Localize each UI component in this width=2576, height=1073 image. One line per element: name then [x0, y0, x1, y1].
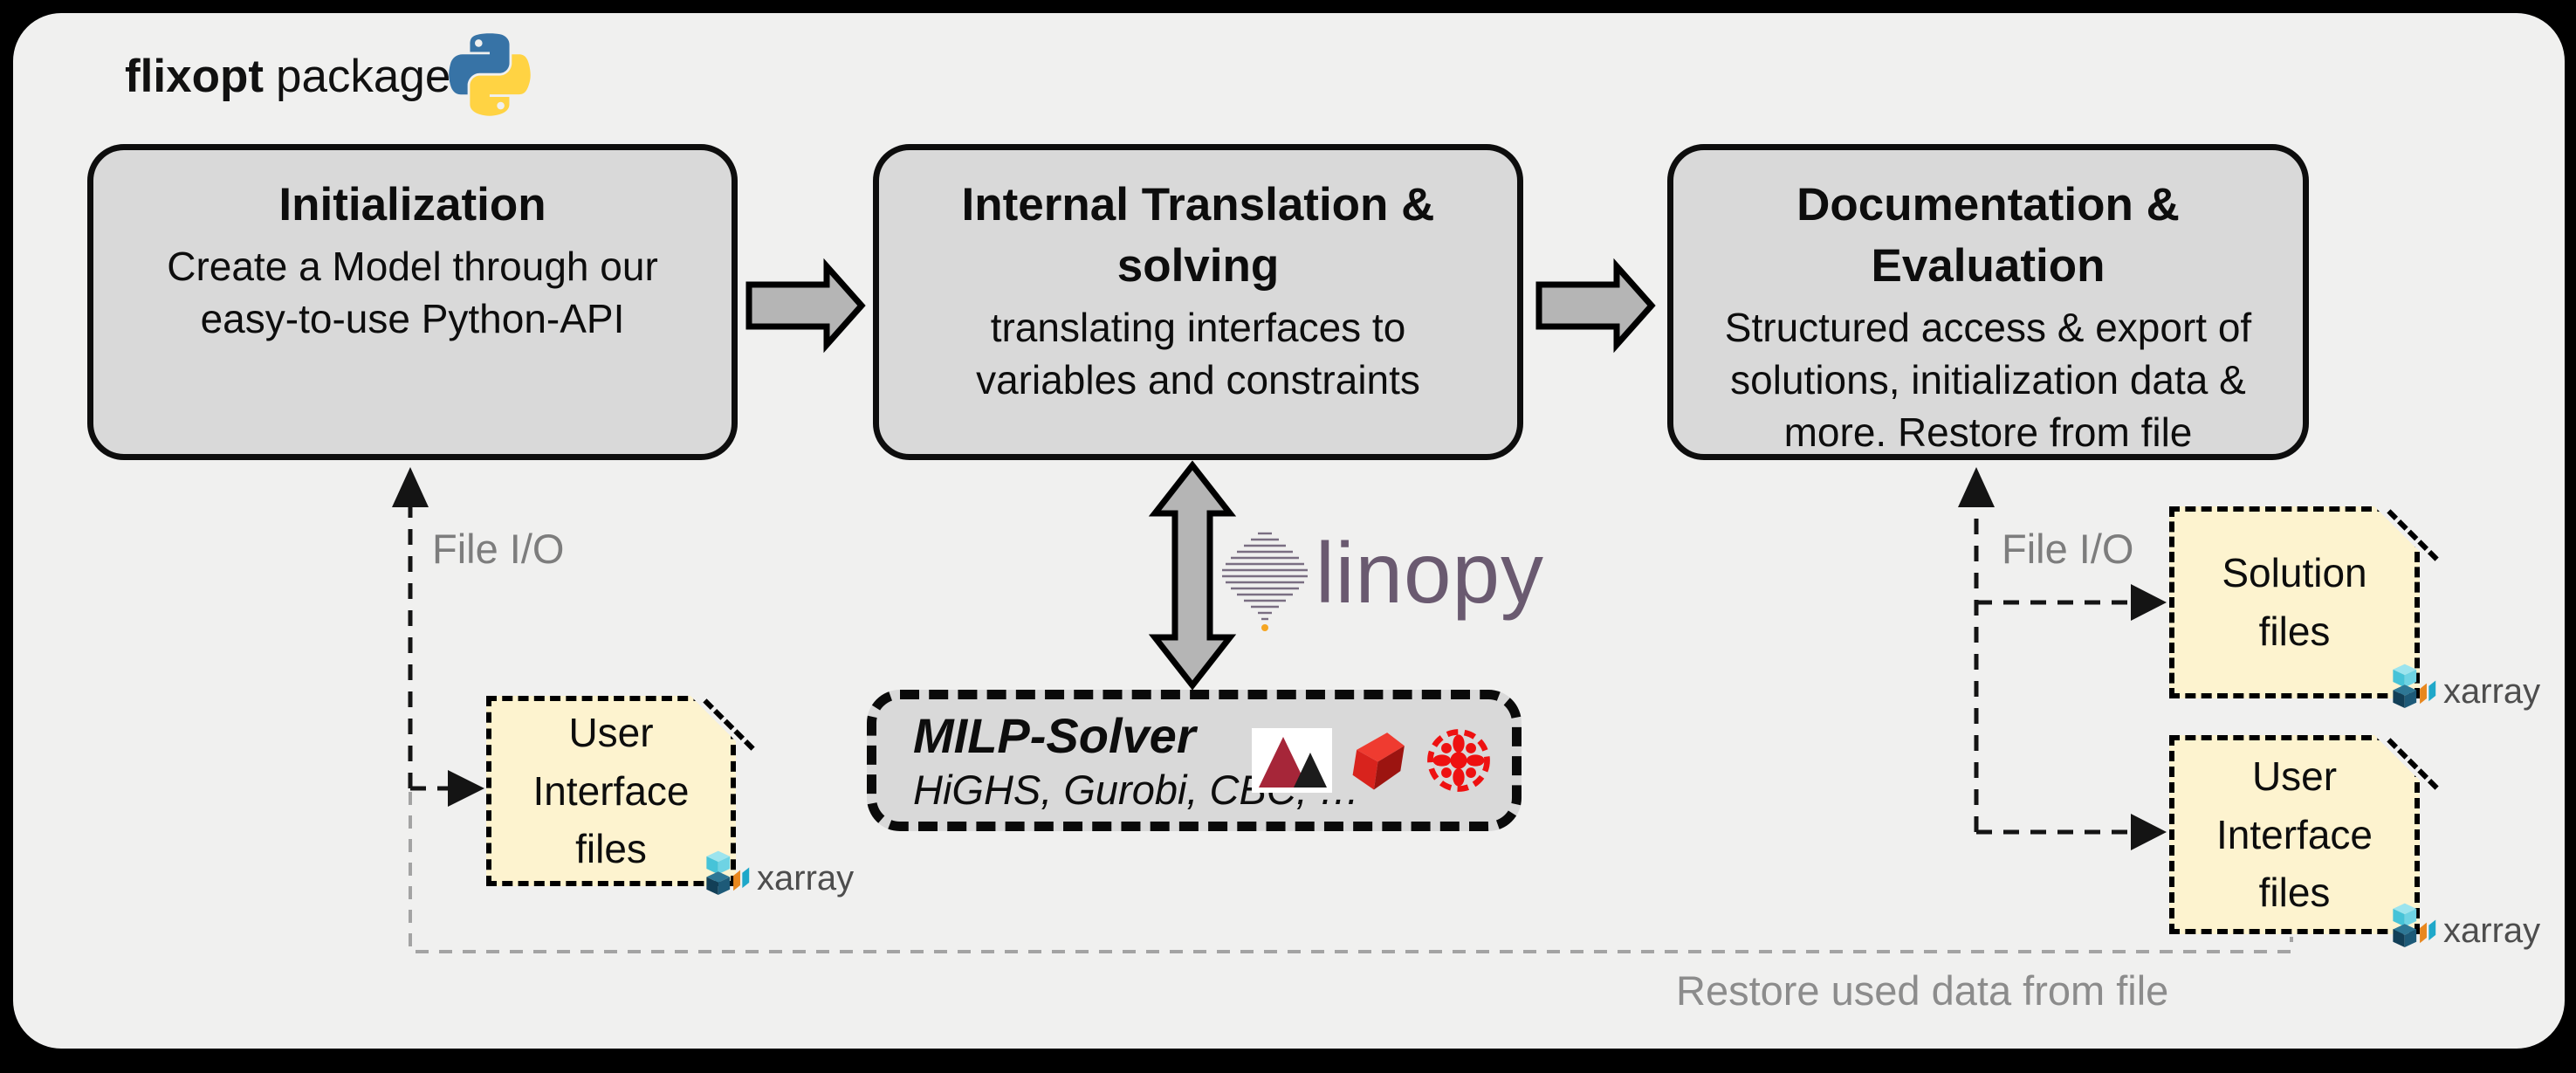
file-box-user-interface-left: User Interface files [486, 696, 755, 886]
xarray-badge: xarray [2391, 654, 2540, 717]
linopy-wordmark: linopy [1315, 525, 1545, 621]
xarray-badge: xarray [704, 841, 854, 904]
xarray-label: xarray [2443, 911, 2541, 950]
stage-description: Structured access & export of solutions,… [1724, 304, 2252, 455]
file-box-label: User Interface files [2216, 753, 2373, 916]
page-title: flixopt package [125, 50, 450, 103]
stage-title: Internal Translation & solving [961, 179, 1435, 292]
file-io-arrowhead-right-up [1958, 467, 1995, 507]
restore-label: Restore used data from file [1676, 967, 2169, 1014]
flow-arrow-1 [745, 258, 866, 354]
xarray-label: xarray [757, 859, 855, 898]
stage-description: Create a Model through our easy-to-use P… [167, 243, 658, 341]
cbc-icon [1427, 729, 1490, 792]
gurobi-icon [1352, 733, 1405, 790]
solver-logos [1252, 726, 1491, 795]
file-io-label-right: File I/O [2002, 526, 2134, 572]
file-io-arrowhead-solution [2131, 584, 2167, 621]
file-box-label: User Interface files [532, 709, 690, 872]
stage-description: translating interfaces to variables and … [976, 304, 1420, 402]
diagram-panel: flixopt package Initialization Create a … [10, 10, 2567, 1051]
xarray-label: xarray [2443, 672, 2541, 711]
xarray-icon [2393, 903, 2436, 947]
solver-title: MILP-Solver [913, 707, 1196, 763]
python-icon [449, 33, 531, 116]
file-box-user-interface-right: User Interface files [2169, 735, 2439, 934]
file-io-arrowhead-left-right [448, 770, 484, 807]
linopy-diamond-icon [1222, 532, 1308, 631]
stage-title: Initialization [278, 179, 546, 230]
xarray-icon [706, 850, 750, 895]
file-io-arrowhead-ui-right [2131, 814, 2167, 850]
stage-box-documentation-evaluation: Documentation & Evaluation Structured ac… [1667, 144, 2309, 460]
stage-title: Documentation & Evaluation [1796, 179, 2180, 292]
solver-double-arrow [1148, 460, 1237, 691]
highs-icon [1252, 728, 1332, 793]
file-io-arrowhead-left-up [392, 467, 429, 507]
file-box-label: Solution files [2222, 550, 2367, 654]
file-io-label-left: File I/O [432, 526, 565, 572]
xarray-icon [2393, 664, 2436, 708]
stage-box-translation-solving: Internal Translation & solving translati… [873, 144, 1523, 460]
brand-name: flixopt [125, 51, 264, 102]
file-box-solution: Solution files [2169, 506, 2439, 698]
brand-suffix: package [275, 51, 451, 102]
stage-box-initialization: Initialization Create a Model through ou… [87, 144, 738, 460]
linopy-logo: linopy [1221, 530, 1544, 642]
milp-solver-box: MILP-Solver HiGHS, Gurobi, CBC, … [867, 690, 1522, 831]
xarray-badge: xarray [2391, 893, 2540, 956]
flow-arrow-2 [1535, 258, 1656, 354]
